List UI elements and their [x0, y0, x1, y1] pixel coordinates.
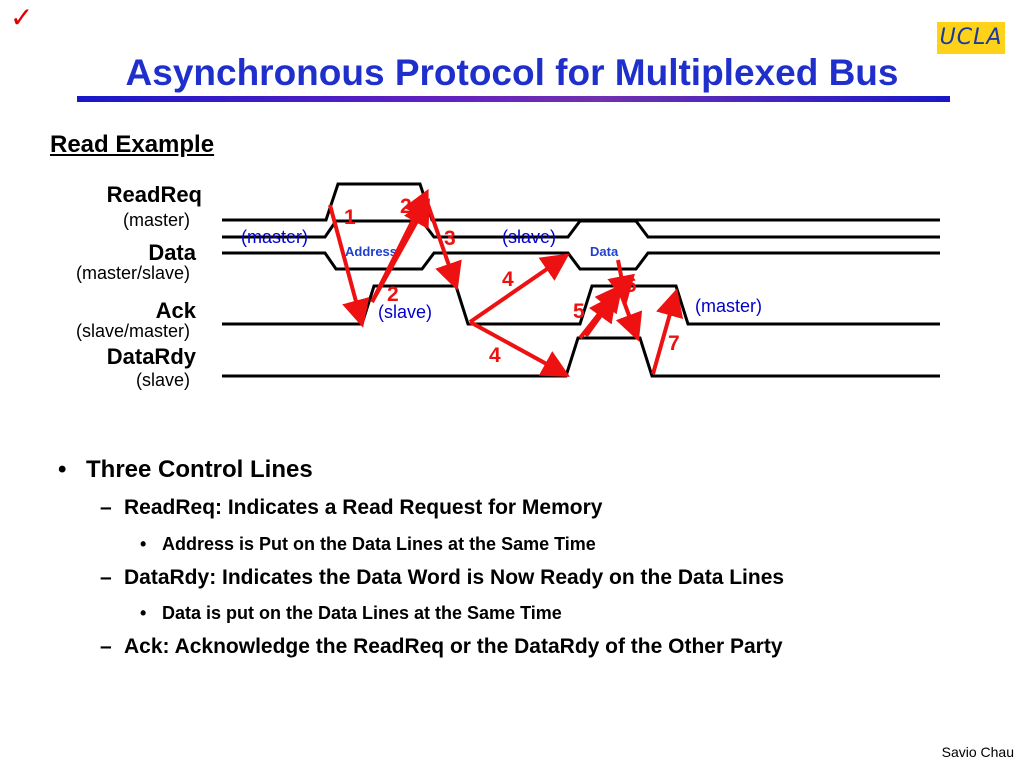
- bullet-text: Ack: Acknowledge the ReadReq or the Data…: [124, 635, 783, 658]
- annotation-ack-master: (master): [695, 296, 762, 316]
- signal-role-readreq: (master): [123, 210, 190, 230]
- arrow-step-5b: [584, 293, 617, 338]
- bullet-marker: •: [58, 456, 67, 483]
- annotation-data-slave: (slave): [502, 227, 556, 247]
- bus-label-address: Address: [345, 244, 397, 259]
- step-number-6: 6: [625, 274, 637, 297]
- annotation-ack-slave: (slave): [378, 302, 432, 322]
- annotation-data-master: (master): [241, 227, 308, 247]
- signal-role-data: (master/slave): [76, 263, 190, 283]
- bullet-text: ReadReq: Indicates a Read Request for Me…: [124, 496, 603, 519]
- checkmark-icon: ✓: [10, 1, 34, 34]
- bullet-text: Address is Put on the Data Lines at the …: [162, 534, 596, 554]
- bus-label-data: Data: [590, 244, 619, 259]
- arrow-step-6b: [607, 259, 635, 304]
- bullet-marker: –: [100, 635, 112, 658]
- bullet-marker: –: [100, 496, 112, 519]
- arrow-step-3: [423, 195, 462, 291]
- timing-diagram: ReadReq Data Ack DataRdy (master) (maste…: [76, 182, 940, 390]
- bullet-text: DataRdy: Indicates the Data Word is Now …: [124, 566, 785, 589]
- section-subtitle: Read Example: [50, 131, 215, 158]
- bullet-marker: –: [100, 566, 112, 589]
- step-number-5: 5: [573, 300, 585, 323]
- signal-name-ack: Ack: [156, 298, 197, 323]
- bullet-text: Three Control Lines: [86, 456, 313, 483]
- step-number-7: 7: [668, 332, 680, 355]
- bullet-text: Data is put on the Data Lines at the Sam…: [162, 603, 562, 623]
- data-waveform-bottom: [222, 251, 940, 271]
- signal-name-readreq: ReadReq: [107, 182, 202, 207]
- footer-author: Savio Chau: [941, 744, 1014, 760]
- data-waveform-top: [222, 219, 940, 239]
- bullet-marker: •: [140, 603, 147, 623]
- readreq-waveform: [222, 182, 940, 222]
- signal-role-datardy: (slave): [136, 370, 190, 390]
- step-number-4-bottom: 4: [489, 344, 501, 367]
- step-number-2-top: 2: [400, 195, 412, 218]
- bullet-marker: •: [140, 534, 147, 554]
- datardy-waveform: [222, 336, 940, 378]
- step-number-1: 1: [344, 206, 356, 229]
- arrow-step-7: [651, 288, 684, 375]
- arrow-step-4a: [468, 253, 570, 324]
- signal-role-ack: (slave/master): [76, 321, 190, 341]
- signal-name-data: Data: [148, 240, 196, 265]
- arrow-step-4b: [469, 320, 571, 377]
- signal-name-datardy: DataRdy: [107, 344, 197, 369]
- step-number-4-top: 4: [502, 268, 514, 291]
- title-underline: [77, 96, 950, 102]
- step-number-2-bottom: 2: [387, 283, 399, 306]
- step-number-3: 3: [444, 227, 456, 250]
- ucla-logo: UCLA: [937, 22, 1005, 54]
- slide-title: Asynchronous Protocol for Multiplexed Bu…: [125, 52, 899, 93]
- arrow-step-2b: [370, 198, 430, 303]
- arrow-step-1: [328, 204, 370, 328]
- arrow-step-5: [578, 283, 623, 340]
